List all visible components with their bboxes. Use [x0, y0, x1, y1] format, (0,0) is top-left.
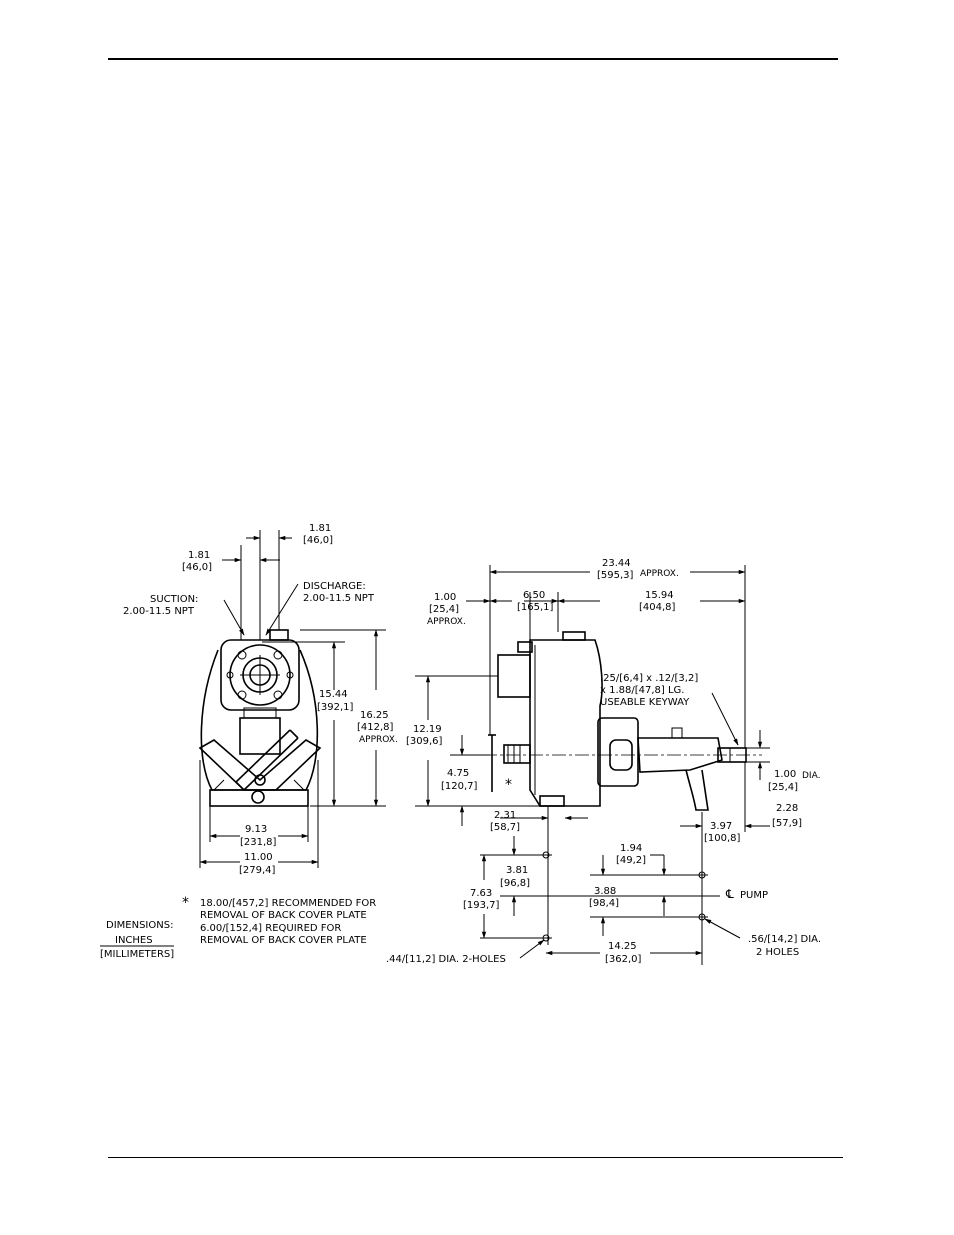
dim-top-right-mm: [46,0] [303, 535, 333, 546]
dim-base-inner-mm: [231,8] [240, 837, 277, 848]
asterisk-marker: * [505, 777, 512, 793]
dim-shaft-dia-mm: [25,4] [768, 782, 798, 793]
dim-2-28-in: 2.28 [776, 803, 798, 814]
dim-3-88-in: 3.88 [594, 886, 616, 897]
dim-3-97-in: 3.97 [710, 821, 732, 832]
note-line-4: REMOVAL OF BACK COVER PLATE [200, 935, 367, 946]
dim-overall-height-note: APPROX. [359, 735, 398, 745]
header-rule [108, 58, 838, 60]
keyway-line-1: .25/[6,4] x .12/[3,2] [600, 673, 698, 684]
dim-base-outer-in: 11.00 [244, 852, 273, 863]
discharge-label: DISCHARGE: [303, 581, 366, 592]
dim-1-94-in: 1.94 [620, 843, 642, 854]
support-foot [685, 769, 709, 811]
dim-base-inner-in: 9.13 [245, 824, 267, 835]
dim-shaft-side-in: 15.94 [645, 590, 674, 601]
holes-right-line-1: .56/[14,2] DIA. [748, 934, 821, 945]
legend-millimeters: [MILLIMETERS] [100, 949, 174, 960]
discharge-spec: 2.00-11.5 NPT [303, 593, 375, 604]
front-view [198, 530, 386, 868]
dim-body-in: 6.50 [523, 590, 545, 601]
holes-left-label: .44/[11,2] DIA. 2-HOLES [386, 954, 506, 965]
dim-cover-note: APPROX. [427, 617, 466, 627]
pump-base [209, 779, 309, 807]
dim-shaft-dia-note: DIA. [802, 771, 820, 781]
dim-centerline-height-in: 12.19 [413, 724, 442, 735]
dim-height-in: 15.44 [319, 689, 348, 700]
note-line-2: REMOVAL OF BACK COVER PLATE [200, 910, 367, 921]
dim-shaft-dia-in: 1.00 [774, 769, 796, 780]
centerline-symbol: ℄ [725, 887, 734, 901]
keyway-line-2: x 1.88/[47,8] LG. [600, 685, 684, 696]
suction-spec: 2.00-11.5 NPT [123, 606, 195, 617]
dim-centerline-height-mm: [309,6] [406, 736, 443, 747]
note-line-3: 6.00/[152,4] REQUIRED FOR [200, 923, 341, 934]
notes-asterisk: * [182, 895, 189, 911]
pump-flange [220, 639, 300, 711]
back-cover [497, 654, 531, 698]
pump-casing [200, 649, 319, 791]
dim-14-25-mm: [362,0] [605, 954, 642, 965]
keyway-line-3: USEABLE KEYWAY [600, 697, 690, 708]
dim-base-outer-mm: [279,4] [239, 865, 276, 876]
base-plan [480, 836, 741, 959]
dim-4-75-mm: [120,7] [441, 781, 478, 792]
dim-3-81-in: 3.81 [506, 865, 528, 876]
dim-2-31-mm: [58,7] [490, 822, 520, 833]
dim-4-75-in: 4.75 [447, 768, 469, 779]
legend-title: DIMENSIONS: [106, 920, 173, 931]
dim-3-97-mm: [100,8] [704, 833, 741, 844]
dim-height-mm: [392,1] [317, 702, 354, 713]
discharge-boss [269, 629, 289, 641]
footer-rule [108, 1157, 843, 1158]
suction-label: SUCTION: [150, 594, 198, 605]
legend-inches: INCHES [115, 935, 153, 946]
holes-right-line-2: 2 HOLES [756, 947, 799, 958]
dim-shaft-side-mm: [404,8] [639, 602, 676, 613]
cross-handle [198, 729, 322, 791]
dim-overall-height-mm: [412,8] [357, 722, 394, 733]
dim-body-mm: [165,1] [517, 602, 554, 613]
cover-block [239, 717, 281, 755]
note-line-1: 18.00/[457,2] RECOMMENDED FOR [200, 898, 376, 909]
dim-overall-length-in: 23.44 [602, 558, 631, 569]
dim-top-left-mm: [46,0] [182, 562, 212, 573]
dim-overall-length-mm: [595,3] [597, 570, 634, 581]
dim-1-94-mm: [49,2] [616, 855, 646, 866]
dim-overall-length-note: APPROX. [640, 569, 679, 579]
dim-14-25-in: 14.25 [608, 941, 637, 952]
dim-top-left-in: 1.81 [188, 550, 210, 561]
dim-top-right-in: 1.81 [309, 523, 331, 534]
dim-7-63-mm: [193,7] [463, 900, 500, 911]
bearing-flange [597, 717, 639, 787]
dim-7-63-in: 7.63 [470, 888, 492, 899]
dim-cover-in: 1.00 [434, 592, 456, 603]
dim-3-88-mm: [98,4] [589, 898, 619, 909]
side-view [415, 565, 770, 965]
dim-2-31-in: 2.31 [494, 810, 516, 821]
bearing-housing [637, 737, 723, 773]
dim-overall-height-in: 16.25 [360, 710, 389, 721]
side-casing [529, 639, 603, 807]
dim-cover-mm: [25,4] [429, 604, 459, 615]
dim-3-81-mm: [96,8] [500, 878, 530, 889]
centerline-label: PUMP [740, 890, 768, 901]
dim-2-28-mm: [57,9] [772, 818, 802, 829]
